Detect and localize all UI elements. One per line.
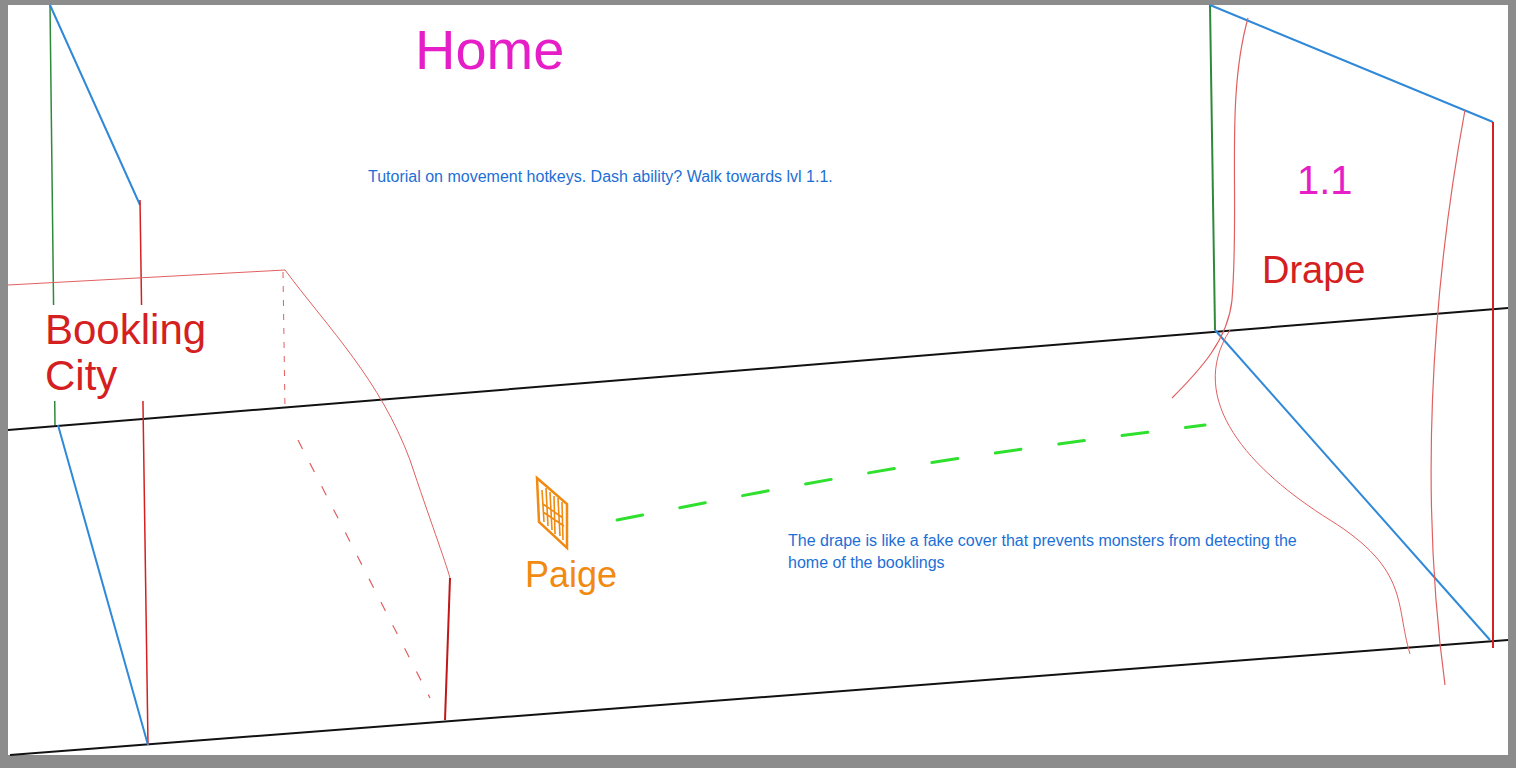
wall-edge — [58, 425, 148, 745]
wall-edge — [1210, 5, 1493, 122]
zone-outline — [1205, 4, 1497, 650]
area-title: Home — [415, 16, 564, 83]
walk-path — [617, 425, 1205, 520]
curtain-curve — [285, 270, 450, 578]
curtain-curve — [298, 440, 430, 698]
player-character: Paige — [525, 474, 617, 595]
floor-back-line — [8, 308, 1508, 430]
curtain-edge — [445, 578, 450, 720]
book-outline — [537, 478, 567, 548]
character-icon — [533, 474, 577, 554]
wall-sketch-line — [8, 270, 285, 285]
book-scribble — [542, 488, 564, 540]
drape-fold — [1215, 330, 1410, 654]
drape-fold — [1431, 110, 1465, 685]
drape-fold — [1172, 18, 1248, 398]
design-note: The drape is like a fake cover that prev… — [788, 530, 1333, 573]
wall-edge — [1492, 122, 1494, 648]
wall-edge — [140, 200, 148, 745]
wall-edge — [1215, 330, 1490, 640]
floor-front-line — [10, 640, 1508, 755]
canvas-sheet — [8, 5, 1508, 755]
area-label: Bookling City — [42, 305, 220, 401]
character-name: Paige — [525, 554, 617, 595]
wall-edge — [1210, 5, 1215, 330]
level-zone: 1.1Drape — [1205, 4, 1497, 650]
wall-edge — [50, 5, 140, 205]
zone-name: Drape — [1262, 250, 1366, 292]
design-note: Tutorial on movement hotkeys. Dash abili… — [368, 167, 833, 186]
wall-sketch-line — [283, 272, 285, 410]
level-number: 1.1 — [1297, 158, 1353, 202]
